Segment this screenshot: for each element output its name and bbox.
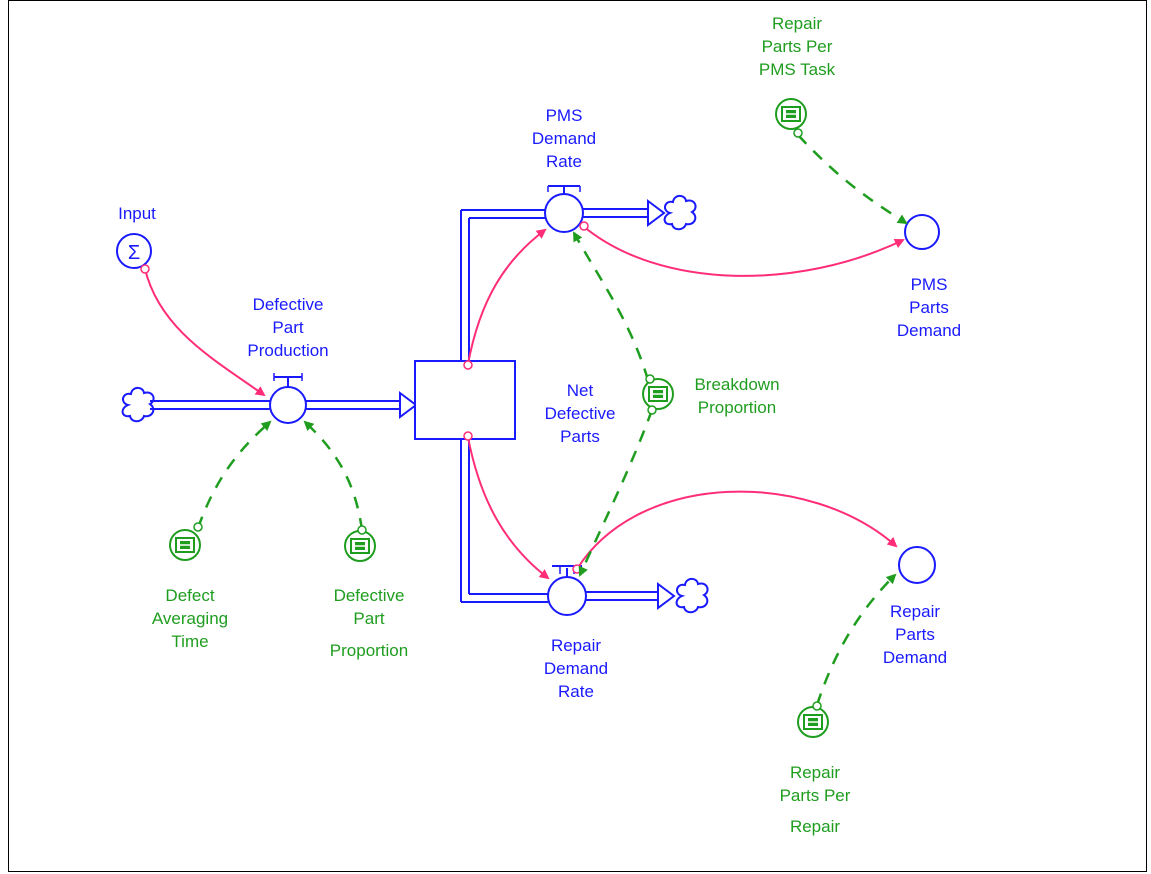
repair-parts-per-pms-task-label: Repair Parts Per PMS Task [759, 14, 836, 79]
svg-text:Parts: Parts [909, 298, 949, 317]
breakdown-proportion-label: Breakdown Proportion [694, 375, 779, 417]
repair-parts-per-pms-task-constant-icon[interactable] [775, 98, 807, 130]
svg-text:PMS: PMS [911, 275, 948, 294]
svg-text:Rate: Rate [558, 682, 594, 701]
defective-part-production-valve[interactable] [269, 373, 307, 424]
svg-text:PMS Task: PMS Task [759, 60, 836, 79]
link-breakdown-to-pms-rate [572, 231, 650, 381]
repair-parts-demand-label: Repair Parts Demand [883, 602, 947, 667]
diagram-frame [8, 0, 1147, 872]
svg-text:Demand: Demand [532, 129, 596, 148]
svg-text:Demand: Demand [883, 648, 947, 667]
svg-text:Averaging: Averaging [152, 609, 228, 628]
breakdown-proportion-constant-icon[interactable] [642, 378, 674, 410]
svg-text:PMS: PMS [546, 106, 583, 125]
link-part-proportion-to-production [303, 420, 364, 531]
repair-parts-per-repair-constant-icon[interactable] [797, 706, 829, 738]
link-repair-rate-to-repair-parts [576, 490, 898, 570]
svg-text:Proportion: Proportion [698, 398, 776, 417]
svg-text:Production: Production [247, 341, 328, 360]
defective-part-proportion-label: Defective Part Proportion [330, 586, 408, 660]
svg-text:Parts Per: Parts Per [780, 786, 851, 805]
link-breakdown-to-repair-rate [578, 409, 654, 577]
pms-demand-rate-valve[interactable] [544, 185, 584, 233]
svg-text:Defective: Defective [545, 404, 616, 423]
defective-part-production-label: Defective Part Production [247, 295, 328, 360]
defective-part-proportion-constant-icon[interactable] [344, 530, 376, 562]
svg-text:Repair: Repair [790, 817, 840, 836]
sigma-icon: Σ [128, 242, 140, 264]
pipe-source-to-production [150, 400, 270, 410]
repair-sink-cloud-icon [675, 577, 709, 614]
link-parts-per-pms-to-pms-parts [797, 134, 908, 225]
svg-text:Part: Part [353, 609, 384, 628]
link-stock-to-repair-rate [467, 436, 550, 580]
svg-text:Breakdown: Breakdown [694, 375, 779, 394]
pms-demand-rate-label: PMS Demand Rate [532, 106, 596, 171]
pipe-repair-to-sink [586, 582, 676, 610]
svg-text:Repair: Repair [790, 763, 840, 782]
svg-text:Net: Net [567, 381, 594, 400]
svg-text:Parts: Parts [895, 625, 935, 644]
svg-text:Defective: Defective [253, 295, 324, 314]
repair-parts-per-repair-label: Repair Parts Per Repair [780, 763, 851, 836]
svg-text:Proportion: Proportion [330, 641, 408, 660]
defect-averaging-time-label: Defect Averaging Time [152, 586, 228, 651]
svg-text:Time: Time [171, 632, 208, 651]
defect-averaging-time-constant-icon[interactable] [169, 529, 201, 561]
svg-text:Rate: Rate [546, 152, 582, 171]
input-converter[interactable]: Σ [116, 233, 152, 269]
source-cloud-icon [121, 386, 155, 423]
svg-text:Repair: Repair [551, 636, 601, 655]
link-parts-per-repair-to-repair-parts [815, 573, 897, 706]
repair-demand-rate-label: Repair Demand Rate [544, 636, 608, 701]
link-pms-rate-to-pms-parts [582, 225, 905, 277]
svg-text:Demand: Demand [544, 659, 608, 678]
pms-parts-demand-converter[interactable] [904, 214, 940, 250]
pms-parts-demand-label: PMS Parts Demand [897, 275, 961, 340]
link-stock-to-pms-rate [467, 228, 547, 365]
svg-text:Demand: Demand [897, 321, 961, 340]
pipe-pms-to-sink [583, 199, 666, 227]
svg-text:Defective: Defective [334, 586, 405, 605]
svg-text:Defect: Defect [165, 586, 214, 605]
pipe-production-to-stock [306, 391, 418, 419]
input-label: Input [118, 204, 156, 223]
pipe-stock-to-pms [460, 209, 545, 360]
pms-sink-cloud-icon [663, 194, 697, 231]
svg-text:Repair: Repair [890, 602, 940, 621]
svg-text:Part: Part [272, 318, 303, 337]
svg-text:Repair: Repair [772, 14, 822, 33]
net-defective-parts-stock[interactable] [414, 360, 516, 440]
link-averaging-time-to-production [196, 420, 272, 529]
pipe-stock-to-repair [460, 440, 548, 603]
svg-text:Parts Per: Parts Per [762, 37, 833, 56]
link-input-to-production [144, 268, 266, 397]
svg-text:Parts: Parts [560, 427, 600, 446]
repair-parts-demand-converter[interactable] [898, 546, 936, 584]
net-defective-parts-label: Net Defective Parts [545, 381, 616, 446]
